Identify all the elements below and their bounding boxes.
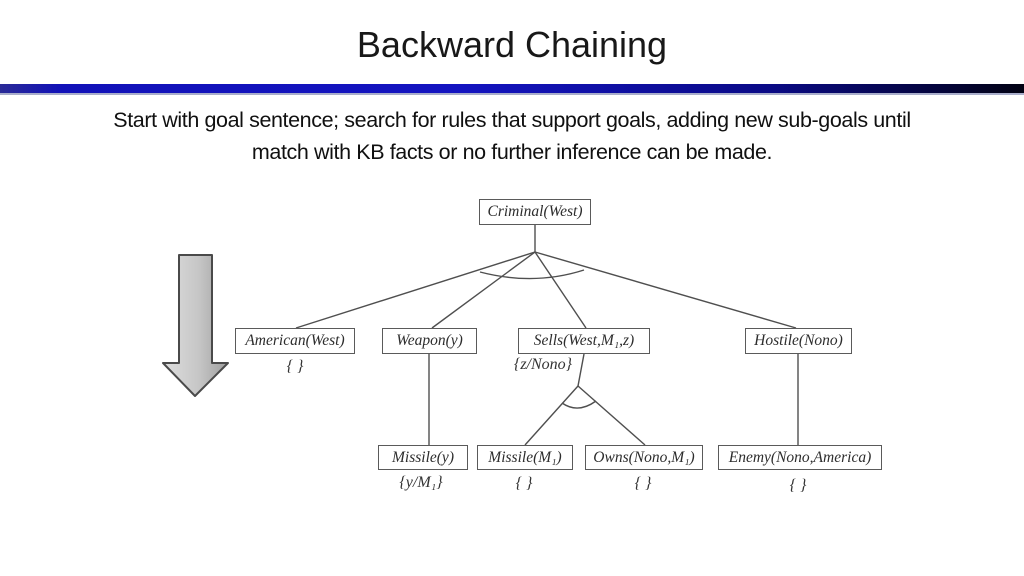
substitution-label-owns: { } [634, 475, 652, 492]
edge [534, 251, 797, 329]
and-arc [561, 400, 597, 409]
tree-node-criminal: Criminal(West) [479, 199, 591, 225]
edge [534, 251, 587, 329]
tree-node-american: American(West) [235, 328, 355, 354]
subtitle-line: Start with goal sentence; search for rul… [113, 108, 911, 132]
tree-node-enemy: Enemy(Nono,America) [718, 445, 882, 470]
down-arrow-icon [162, 254, 229, 397]
edge [524, 385, 579, 446]
tree-node-owns: Owns(Nono,M₁) [585, 445, 703, 470]
slide-subtitle: Start with goal sentence; search for rul… [0, 104, 1024, 168]
edge [295, 251, 536, 329]
substitution-label-enemy: { } [789, 477, 807, 494]
substitution-label-american: { } [286, 358, 304, 375]
edge [431, 251, 536, 329]
tree-node-missile-m1: Missile(M₁) [477, 445, 573, 470]
edge [577, 353, 585, 387]
edge [577, 385, 646, 446]
and-arc [479, 269, 585, 280]
tree-node-hostile: Hostile(Nono) [745, 328, 852, 354]
tree-node-weapon: Weapon(y) [382, 328, 477, 354]
tree-node-sells: Sells(West,M₁,z) [518, 328, 650, 354]
subtitle-line: match with KB facts or no further infere… [251, 140, 773, 164]
title-divider-highlight [0, 93, 1024, 95]
slide-title: Backward Chaining [356, 24, 668, 65]
title-divider [0, 84, 1024, 93]
substitution-label-sells: {z/Nono} [513, 356, 573, 373]
substitution-label-missile-y: {y/M₁} [399, 474, 443, 491]
substitution-label-missile-m1: { } [515, 475, 533, 492]
tree-node-missile-y: Missile(y) [378, 445, 468, 470]
